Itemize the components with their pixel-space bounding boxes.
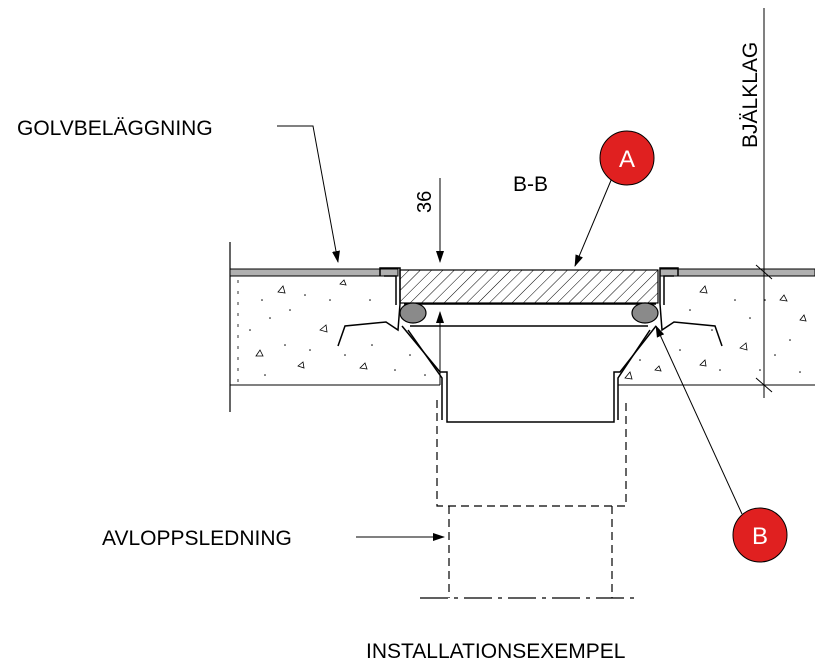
concrete-slab: [229, 242, 815, 412]
floor-covering-leader: [277, 125, 340, 263]
concrete-texture: [255, 279, 807, 380]
caption: INSTALLATIONSEXEMPEL: [366, 640, 625, 661]
drain-body: [337, 267, 723, 423]
joist-line: [755, 8, 773, 398]
marker-a-label: A: [619, 146, 635, 173]
drain-pipe-outline: [436, 400, 627, 598]
marker-b-leader: [655, 325, 743, 515]
drain-grate: [399, 269, 659, 304]
floor-covering-label: GOLVBELÄGGNING: [17, 117, 213, 140]
marker-b: B: [732, 507, 788, 563]
marker-a: A: [599, 130, 655, 186]
concrete-dots: [249, 294, 801, 376]
marker-b-label: B: [752, 523, 768, 550]
seal-right: [631, 302, 659, 324]
joist-layer-label: BJÄLKLAG: [739, 42, 762, 148]
marker-a-leader: [574, 177, 613, 267]
drain-pipe-label: AVLOPPSLEDNING: [102, 527, 292, 550]
dimension-label: 36: [414, 191, 436, 213]
seal-left: [399, 302, 427, 324]
section-label: B-B: [513, 173, 548, 196]
